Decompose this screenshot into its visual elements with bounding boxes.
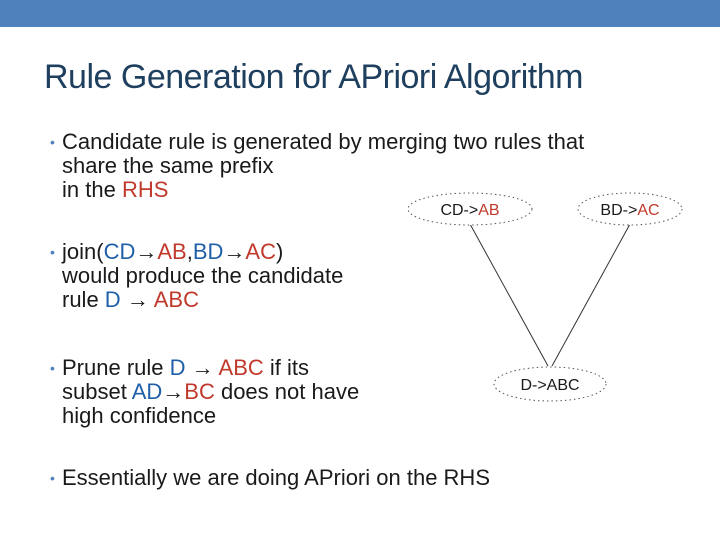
- edge-right-to-bottom: [551, 223, 631, 367]
- bullet-3: • Prune rule D → ABC if its subset AD→BC…: [50, 355, 360, 428]
- bullet-dot-icon: •: [50, 134, 55, 150]
- node-cd-ab-label: CD->AB: [440, 202, 499, 219]
- edge-left-to-bottom: [469, 223, 549, 367]
- bullet-dot-icon: •: [50, 360, 55, 376]
- bullet-1-line-3: in the RHS: [62, 177, 169, 202]
- rhs-highlight: RHS: [121, 177, 169, 202]
- bullet-2-line-2: would produce the candidate: [62, 263, 344, 288]
- bullet-2-line-1: join(CD→AB,BD→AC): [62, 239, 284, 264]
- bullet-1: • Candidate rule is generated by merging…: [50, 129, 585, 202]
- bullet-3-line-3: high confidence: [62, 403, 217, 428]
- node-d-abc-label: D->ABC: [520, 377, 579, 394]
- bullet-dot-icon: •: [50, 244, 55, 260]
- bullet-2-line-3: rule D → ABC: [62, 287, 199, 312]
- bullet-3-line-1: Prune rule D → ABC if its: [62, 355, 310, 380]
- top-accent-bar: [0, 0, 720, 27]
- bullet-dot-icon: •: [50, 470, 55, 486]
- bullet-1-line-1: Candidate rule is generated by merging t…: [62, 129, 585, 154]
- bullet-1-line-2: share the same prefix: [62, 153, 274, 178]
- bullet-3-line-2: subset AD→BC does not have: [62, 379, 360, 404]
- bullet-4-line-1: Essentially we are doing APriori on the …: [62, 465, 490, 490]
- node-d-abc: D->ABC: [493, 366, 607, 402]
- bullet-2: • join(CD→AB,BD→AC) would produce the ca…: [50, 239, 344, 312]
- node-bd-ac-label: BD->AC: [600, 202, 659, 219]
- bullet-4: • Essentially we are doing APriori on th…: [50, 465, 490, 490]
- node-bd-ac: BD->AC: [577, 192, 683, 226]
- slide-title: Rule Generation for APriori Algorithm: [44, 58, 583, 96]
